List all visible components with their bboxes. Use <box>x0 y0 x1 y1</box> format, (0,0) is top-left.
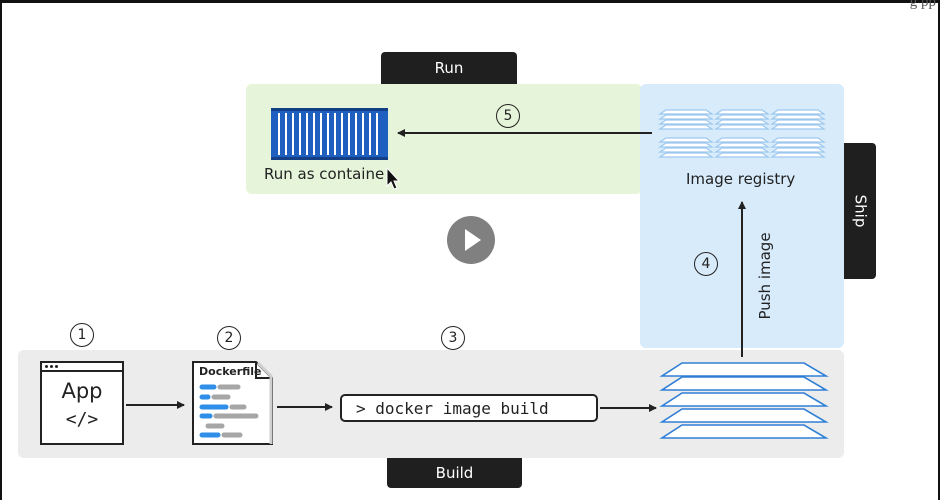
dockerfile-icon: Dockerfile <box>192 361 274 445</box>
container-icon <box>271 108 388 160</box>
run-as-container-label: Run as containe <box>264 165 385 183</box>
top-border <box>0 0 940 3</box>
cropped-header-text: g pp <box>909 0 936 10</box>
docker-build-command: > docker image build <box>340 394 598 422</box>
ship-section-tab: Ship <box>844 143 876 279</box>
run-section-label: Run <box>434 59 464 77</box>
right-border <box>938 0 940 500</box>
step-4-marker: 4 <box>694 252 718 276</box>
image-layers-icon <box>659 362 829 439</box>
build-section-tab: Build <box>387 458 522 488</box>
dockerfile-label: Dockerfile <box>199 365 262 378</box>
registry-icon <box>658 109 826 158</box>
app-code-label: </> <box>65 409 99 430</box>
app-window-icon: App </> <box>40 361 124 445</box>
push-image-label: Push image <box>756 232 774 320</box>
image-registry-label: Image registry <box>686 170 796 188</box>
step-5-marker: 5 <box>496 104 520 128</box>
dockerfile-graphic <box>192 361 273 445</box>
app-label: App <box>61 379 103 403</box>
play-button[interactable] <box>447 216 495 264</box>
run-section-tab: Run <box>381 52 517 84</box>
window-title-bar <box>42 363 122 372</box>
step-1-marker: 1 <box>70 323 94 347</box>
cursor-icon <box>386 166 401 190</box>
left-border <box>0 0 2 500</box>
build-section-label: Build <box>435 464 474 482</box>
step-3-marker: 3 <box>441 326 465 350</box>
step-2-marker: 2 <box>217 326 241 350</box>
